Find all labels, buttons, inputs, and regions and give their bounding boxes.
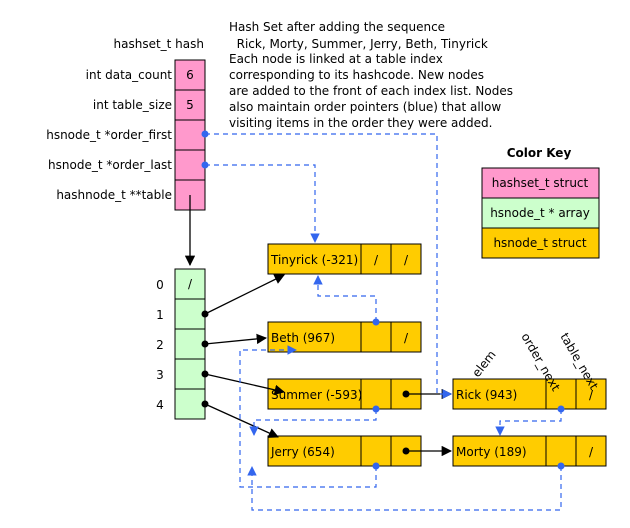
node-jerry: Jerry (654) — [267, 435, 422, 467]
node-table-next-cell — [575, 378, 607, 410]
field-value-data-count: 6 — [186, 68, 194, 82]
order-first-arrow — [205, 133, 452, 399]
slot-1-arrow — [204, 274, 285, 315]
table-index-label: 3 — [156, 368, 164, 382]
description-line: Hash Set after adding the sequence — [229, 20, 445, 34]
legend-label: hsnode_t * array — [490, 206, 590, 220]
table-index-label: 2 — [156, 338, 164, 352]
node-order-next-cell — [545, 435, 577, 467]
order-last-arrow — [205, 164, 320, 243]
table-index-label: 4 — [156, 398, 164, 412]
table-index-label: 1 — [156, 308, 164, 322]
column-label-elem: elem — [469, 348, 498, 380]
slot-4-arrow — [204, 403, 279, 438]
description: Hash Set after adding the sequence Rick,… — [229, 20, 513, 130]
table-slot-3 — [174, 358, 206, 390]
hashset-cell — [174, 119, 206, 151]
hashset-struct: hashset_t hash int data_count int table_… — [46, 37, 206, 211]
hashset-cell — [174, 149, 206, 181]
color-key-legend: Color Key hashset_t struct hsnode_t * ar… — [481, 146, 600, 259]
field-value-table-size: 5 — [186, 98, 194, 112]
node-order-next-value: / — [374, 253, 379, 267]
legend-label: hsnode_t struct — [493, 236, 586, 250]
node-elem-cell — [452, 378, 547, 410]
node-table-next-value: / — [404, 331, 409, 345]
node-elem-label: Rick (943) — [456, 388, 517, 402]
node-order-next-cell — [360, 321, 392, 353]
beth-order-next-arrow — [313, 275, 377, 322]
legend-label: hashset_t struct — [492, 176, 589, 190]
node-table-next-value: / — [589, 388, 594, 402]
node-order-next-cell — [360, 435, 392, 467]
description-line: also maintain order pointers (blue) that… — [229, 100, 501, 114]
rick-order-next-arrow — [495, 409, 562, 436]
node-elem-label: Tinyrick (-321) — [270, 253, 358, 267]
table-slot-2 — [174, 328, 206, 360]
node-tinyrick: Tinyrick (-321) / / — [267, 243, 422, 275]
field-label-order-first: hsnode_t *order_first — [46, 128, 172, 142]
node-rick: Rick (943) / — [452, 378, 607, 410]
table-slot-0 — [174, 268, 206, 300]
order-pointers — [201, 130, 565, 511]
node-beth: Beth (967) / — [267, 321, 422, 353]
node-elem-cell — [267, 243, 362, 275]
hashset-title: hashset_t hash — [114, 37, 205, 51]
field-label-table: hashnode_t **table — [56, 188, 172, 202]
node-morty: Morty (189) / — [452, 435, 607, 467]
jerry-order-next-arrow — [239, 345, 377, 488]
node-table-next-cell — [575, 435, 607, 467]
hashset-cell — [174, 59, 206, 91]
description-line: are added to the front of each index lis… — [229, 84, 513, 98]
node-elem-label: Beth (967) — [271, 331, 335, 345]
node-table-next-value: / — [589, 445, 594, 459]
field-label-data-count: int data_count — [86, 68, 173, 82]
legend-swatch-node — [481, 227, 600, 259]
description-line: Each node is linked at a table index — [229, 52, 443, 66]
description-line: visiting items in the order they were ad… — [229, 116, 492, 130]
description-line: Rick, Morty, Summer, Jerry, Beth, Tinyri… — [229, 37, 488, 51]
node-table-next-cell — [390, 321, 422, 353]
node-elem-label: Jerry (654) — [270, 445, 335, 459]
summer-order-next-arrow — [249, 409, 377, 436]
slot-3-arrow — [204, 373, 286, 395]
node-table-next-value: / — [404, 253, 409, 267]
morty-order-next-arrow — [247, 466, 562, 511]
node-order-next-cell — [360, 378, 392, 410]
table-index-label: 0 — [156, 278, 164, 292]
table-array: / 0 1 2 3 4 — [156, 268, 206, 420]
node-elem-label: Morty (189) — [456, 445, 527, 459]
node-table-next-cell — [390, 243, 422, 275]
slot-2-arrow — [204, 333, 268, 345]
table-pointers — [184, 195, 453, 457]
table-slot-4 — [174, 388, 206, 420]
legend-title: Color Key — [507, 146, 572, 160]
legend-swatch-hashset — [481, 167, 600, 199]
description-line: corresponding to its hashcode. New nodes — [229, 68, 484, 82]
field-label-order-last: hsnode_t *order_last — [48, 158, 172, 172]
null-symbol: / — [188, 277, 193, 291]
table-slot-1 — [174, 298, 206, 330]
field-label-table-size: int table_size — [93, 98, 172, 112]
node-summer: Summer (-593) — [267, 378, 422, 410]
node-elem-cell — [267, 435, 362, 467]
node-order-next-cell — [360, 243, 392, 275]
legend-swatch-array — [481, 197, 600, 229]
node-elem-label: Summer (-593) — [271, 388, 362, 402]
